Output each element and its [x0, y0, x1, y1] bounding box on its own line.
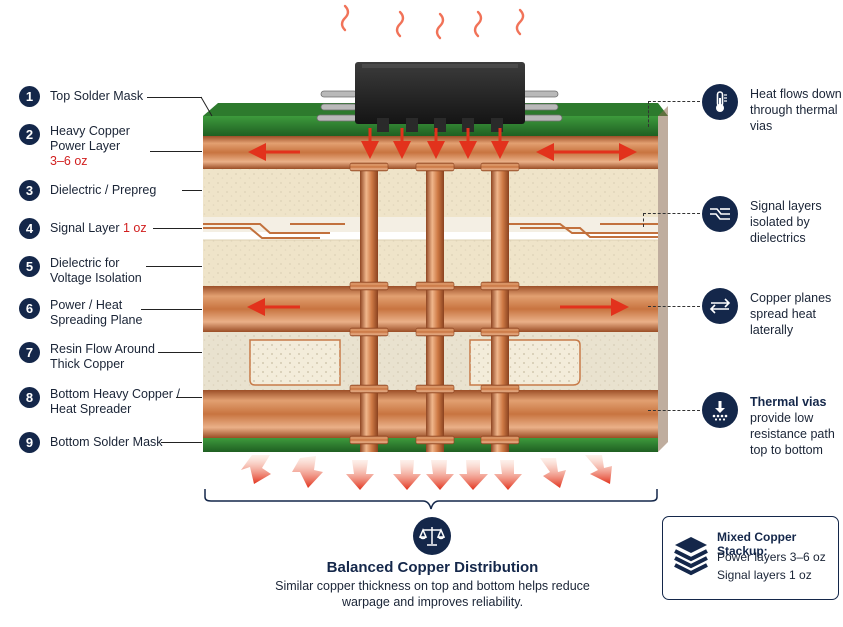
layer-label-dielectric-prepreg: 3 Dielectric / Prepreg: [19, 180, 156, 201]
layer-label-text: Top Solder Mask: [50, 89, 144, 103]
heat-arrows-below: [241, 455, 612, 490]
balanced-copper-title: Balanced Copper Distribution: [326, 559, 539, 576]
layer-label-dielectric-isolation: 5 Dielectric for Voltage Isolation: [19, 256, 160, 286]
mixed-stackup-line: Signal layers 1 oz: [717, 568, 812, 582]
layers-stack-icon: [673, 535, 709, 584]
layer-number-badge: 8: [19, 387, 40, 408]
layer-label-text: Resin Flow Around Thick Copper: [50, 342, 155, 371]
mixed-stackup-line: Power layers 3–6 oz: [717, 550, 826, 564]
note-text: Copper planes spread heat laterally: [750, 291, 832, 337]
heat-arrows-down: [361, 128, 509, 159]
layer-number-badge: 4: [19, 218, 40, 239]
layer-label-signal: 4 Signal Layer 1 oz: [19, 218, 147, 239]
layer-label-bottom-heavy-copper: 8 Bottom Heavy Copper / Heat Spreader: [19, 387, 182, 417]
layer-number-badge: 2: [19, 124, 40, 145]
layer-label-resin-flow: 7 Resin Flow Around Thick Copper: [19, 342, 160, 372]
signal-traces-icon: [702, 196, 738, 232]
heat-down-icon: [702, 392, 738, 428]
heat-waves-top: [340, 4, 525, 40]
copper-weight-highlight: 3–6 oz: [50, 154, 88, 168]
note-heat-flow: Heat flows down through thermal vias: [702, 84, 842, 133]
thermal-via: [426, 165, 444, 452]
layer-label-bottom-solder-mask: 9 Bottom Solder Mask: [19, 432, 163, 453]
bottom-brace: [204, 489, 658, 510]
note-text: Heat flows down through thermal vias: [750, 87, 842, 133]
layer-label-text: Bottom Solder Mask: [50, 435, 163, 449]
thermal-via: [491, 165, 509, 452]
mixed-stackup-title: Mixed Copper Stackup:: [717, 530, 797, 558]
ic-chip: [316, 62, 563, 132]
balanced-copper-description: Similar copper thickness on top and bott…: [275, 579, 590, 609]
layer-label-text: Power / Heat Spreading Plane: [50, 298, 143, 327]
note-text: provide low resistance path top to botto…: [750, 411, 835, 457]
layer-label-text: Heavy Copper Power Layer: [50, 124, 130, 153]
thermometer-icon: [702, 84, 738, 120]
layer-number-badge: 9: [19, 432, 40, 453]
layer-label-text: Dielectric / Prepreg: [50, 183, 157, 197]
chip-body: [355, 62, 525, 124]
balance-scale-icon: [413, 517, 451, 555]
layer-label-heavy-copper: 2 Heavy Copper Power Layer 3–6 oz: [19, 124, 160, 169]
layer-number-badge: 1: [19, 86, 40, 107]
mixed-stackup-box: Mixed Copper Stackup: Power layers 3–6 o…: [662, 516, 839, 600]
layer-label-top-solder-mask: 1 Top Solder Mask: [19, 86, 143, 107]
layer-label-power-plane: 6 Power / Heat Spreading Plane: [19, 298, 160, 328]
heat-arrows-lateral: [247, 143, 637, 316]
signal-traces: [203, 223, 658, 239]
thermal-via: [360, 165, 378, 452]
thermal-vias: [349, 162, 520, 452]
layer-label-text: Dielectric for Voltage Isolation: [50, 256, 142, 285]
layer-label-text: Bottom Heavy Copper / Heat Spreader: [50, 387, 180, 416]
layer-number-badge: 3: [19, 180, 40, 201]
layer-number-badge: 7: [19, 342, 40, 363]
note-signal-isolation: Signal layers isolated by dielectrics: [702, 196, 822, 245]
layer-label-text: Signal Layer: [50, 221, 120, 235]
note-copper-planes: Copper planes spread heat laterally: [702, 288, 831, 337]
note-bold-text: Thermal vias: [750, 395, 827, 409]
layer-number-badge: 5: [19, 256, 40, 277]
layer-number-badge: 6: [19, 298, 40, 319]
note-text: Signal layers isolated by dielectrics: [750, 199, 822, 245]
copper-weight-highlight: 1 oz: [122, 221, 147, 235]
note-thermal-vias: Thermal vias provide low resistance path…: [702, 392, 835, 457]
lateral-arrows-icon: [702, 288, 738, 324]
